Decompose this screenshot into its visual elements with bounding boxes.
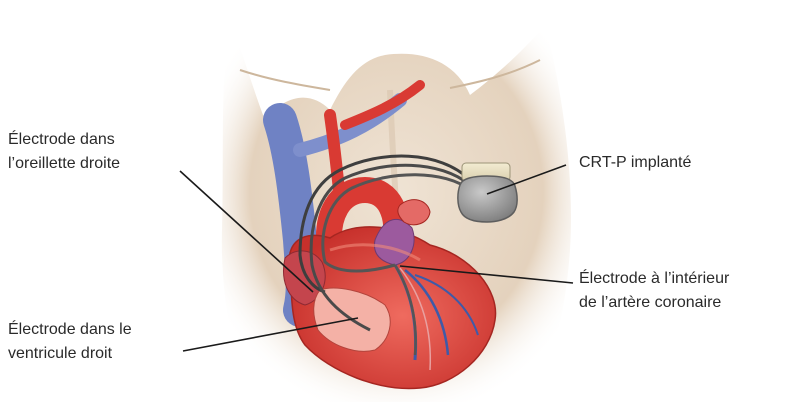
label-right-atrium-lead-line1: Électrode dans	[8, 128, 120, 152]
label-coronary-lead-line2: de l’artère coronaire	[579, 291, 729, 315]
label-coronary-lead: Électrode à l’intérieur de l’artère coro…	[579, 267, 729, 315]
label-coronary-lead-line1: Électrode à l’intérieur	[579, 267, 729, 291]
label-right-atrium-lead-line2: l’oreillette droite	[8, 152, 120, 176]
label-right-ventricle-lead: Électrode dans le ventricule droit	[8, 318, 132, 366]
left-atrial-appendage	[398, 200, 430, 225]
label-crt-p-device: CRT-P implanté	[579, 151, 691, 175]
label-crt-p-device-line1: CRT-P implanté	[579, 151, 691, 175]
device-can	[458, 176, 517, 222]
crt-p-device	[458, 163, 517, 222]
label-right-atrium-lead: Électrode dans l’oreillette droite	[8, 128, 120, 176]
label-right-ventricle-lead-line1: Électrode dans le	[8, 318, 132, 342]
clavicle-left	[240, 70, 330, 90]
label-right-ventricle-lead-line2: ventricule droit	[8, 342, 132, 366]
